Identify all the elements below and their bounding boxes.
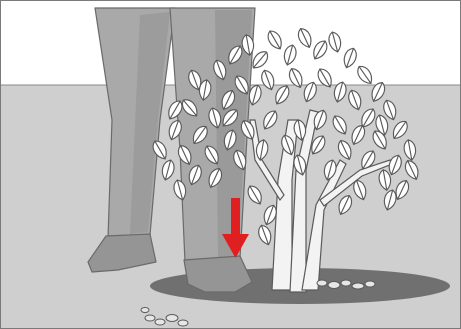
pebble	[317, 280, 327, 286]
pebble	[166, 315, 178, 322]
pebble	[341, 280, 351, 286]
pebble	[155, 319, 165, 325]
pebble	[141, 308, 149, 313]
pebble	[365, 281, 375, 287]
arrow-shaft	[231, 198, 240, 238]
pebble	[145, 315, 155, 321]
right-shoe	[184, 256, 252, 292]
pebble	[352, 283, 364, 289]
pebble	[328, 282, 340, 289]
pebble	[178, 320, 188, 326]
